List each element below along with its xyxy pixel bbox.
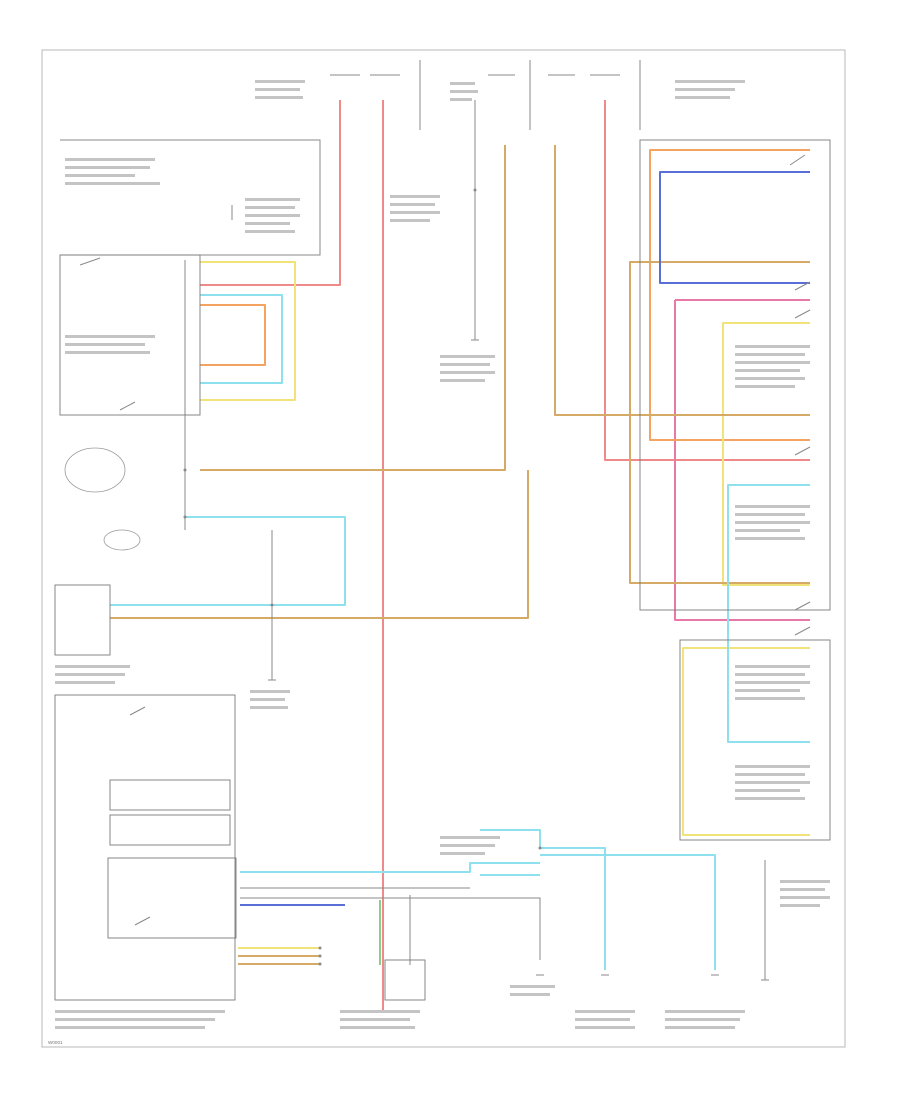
wire-orange-right [649,149,810,441]
wire-black-module [240,897,541,960]
wire-tan-right [629,261,810,584]
module-inner-2 [109,814,231,846]
wire-yellow-left [200,261,296,401]
wire-yellow-lower [682,647,810,836]
wire-cyan-right-lower2 [540,854,716,970]
wire-pink-right2 [674,300,810,621]
switch-symbols [79,154,811,926]
right-switch-column [639,139,831,611]
blower-motor [103,529,141,551]
module-inner-1 [109,779,231,811]
diagram-code: W0001 [48,1040,63,1045]
upper-left-block [59,254,201,416]
connector-dots [183,188,542,966]
wire-cyan-bottom [240,862,540,873]
diagram-frame [41,49,846,1048]
wire-blue-right [659,171,810,284]
wire-cyan-right-lower [480,829,606,970]
wire-black-left-bus [60,139,321,256]
mode-switch [64,447,126,493]
wire-cyan-left [200,294,283,384]
wire-tan-heater [110,470,529,619]
wire-red-feed [200,100,341,286]
wire-tan-long [554,145,810,416]
wire-cyan-mid [110,516,346,606]
fuse-stubs [330,60,641,130]
wire-red-right [604,100,810,461]
actuator-block [384,959,426,1001]
wire-yellow-right [722,322,810,586]
wire-tan-center [200,145,506,471]
wire-orange-left [200,304,266,366]
heater-control-module [54,694,236,1001]
left-heater-control-block [54,584,111,656]
wire-cyan-right [727,484,810,743]
label-marks [55,80,830,1029]
right-lower-column [679,639,831,841]
module-inner-3 [107,857,237,939]
ground-symbols [268,339,769,981]
